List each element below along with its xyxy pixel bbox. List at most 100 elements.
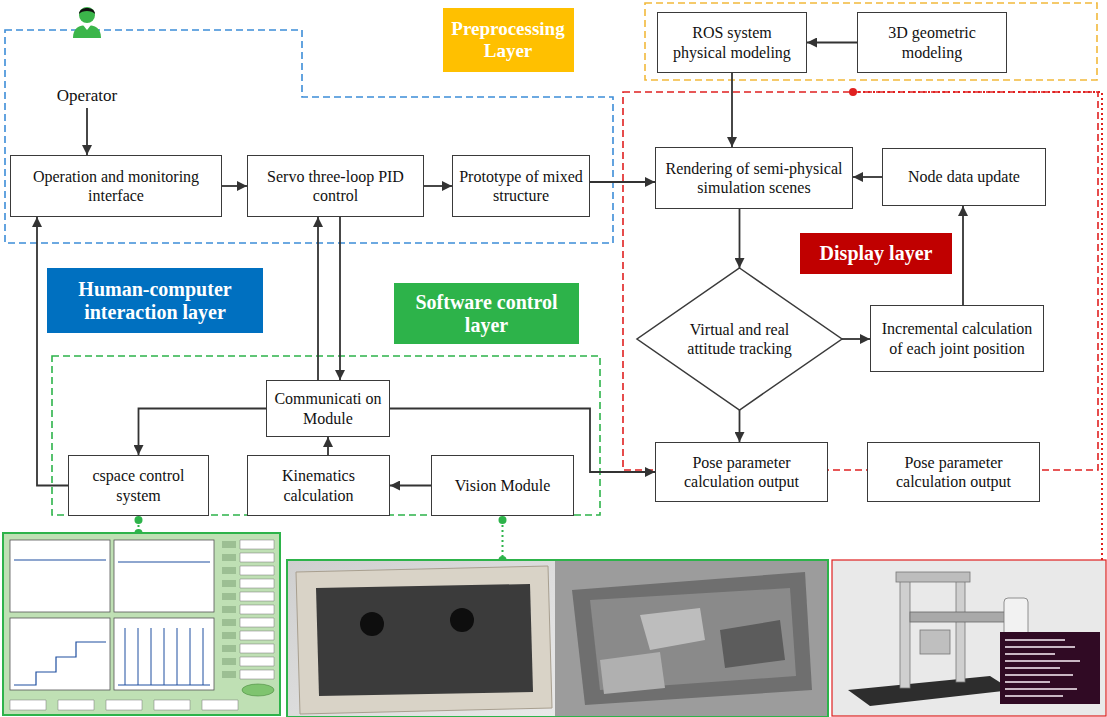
layer-tag: Preprocessing Layer — [443, 8, 574, 72]
process-box: Operation and monitoring interface — [10, 155, 222, 217]
control-panel-screenshot-part — [118, 628, 210, 685]
node-label: Servo three-loop PID control — [254, 167, 417, 205]
person-icon — [70, 4, 104, 38]
node-text: Servo three-loop PID control — [254, 167, 417, 205]
node-text: Node data update — [908, 167, 1020, 186]
layer-region-part — [645, 3, 1097, 80]
process-box: Kinematics calculation — [247, 455, 390, 516]
robot-render-part — [910, 612, 1005, 622]
camera-photo-part — [316, 584, 533, 696]
node-text: Operation and monitoring interface — [17, 167, 215, 205]
connector-arrow — [86, 108, 88, 155]
diamond-outline — [637, 268, 842, 410]
node-label: Incremental calculation of each joint po… — [877, 319, 1037, 357]
node-text: Preprocessing Layer — [449, 18, 568, 62]
control-panel-screenshot-part — [114, 540, 214, 612]
process-box: ROS system physical modeling — [657, 12, 807, 73]
robot-render-part — [920, 630, 950, 654]
node-label: Operator — [57, 86, 117, 106]
layer-region-part — [623, 92, 1098, 470]
connector-arrow — [739, 410, 741, 442]
node-label: Pose parameter calculation output — [874, 453, 1033, 491]
node-text: Pose parameter calculation output — [662, 453, 821, 491]
node-label: Software control layer — [400, 291, 573, 337]
node-text: Operator — [57, 86, 117, 106]
process-box: cspace control system — [68, 455, 209, 516]
dotted-leader-part — [849, 88, 857, 96]
node-text: Software control layer — [400, 291, 573, 337]
node-text: Communicati on Module — [273, 389, 383, 427]
node-label: Rendering of semi-physical simulation sc… — [662, 159, 846, 197]
node-label: Human-computer interaction layer — [53, 278, 257, 324]
node-label: cspace control system — [75, 466, 202, 504]
camera-photo-part — [600, 652, 665, 694]
node-label: Operation and monitoring interface — [17, 167, 215, 205]
dotted-leader-part — [135, 516, 143, 524]
process-box: Vision Module — [431, 455, 574, 516]
diamond-outline — [637, 268, 842, 410]
node-label: Kinematics calculation — [254, 466, 383, 504]
node-text: Display layer — [820, 242, 933, 265]
node-label: Vision Module — [455, 476, 550, 495]
node-label: Virtual and real attitude tracking — [680, 320, 799, 358]
connector-arrow — [37, 217, 68, 486]
camera-photo-part — [572, 572, 812, 705]
process-box: 3D geometric modeling — [857, 12, 1007, 73]
connector-arrow — [339, 217, 341, 380]
robot-render-part — [848, 676, 1012, 706]
node-text: ROS system physical modeling — [664, 23, 800, 61]
node-text: 3D geometric modeling — [864, 23, 1000, 61]
connector-arrow — [317, 217, 319, 380]
node-label: Node data update — [908, 167, 1020, 186]
robot-render-part — [832, 560, 1106, 716]
camera-photo-part — [720, 620, 785, 668]
connector-arrow — [139, 409, 267, 456]
connector-arrow — [807, 42, 857, 44]
layer-tag: Software control layer — [394, 283, 579, 344]
process-box: Communicati on Module — [266, 380, 390, 437]
connector-arrow — [424, 185, 452, 187]
layer-region-part — [52, 356, 600, 515]
camera-photo-part — [296, 566, 552, 714]
robot-render-part — [900, 578, 910, 688]
process-box: Incremental calculation of each joint po… — [870, 305, 1044, 372]
control-panel-screenshot-part — [14, 559, 106, 560]
control-panel-screenshot-part — [10, 618, 110, 690]
camera-photo-part — [555, 560, 828, 717]
node-text: Prototype of mixed structure — [459, 167, 583, 205]
node-label: 3D geometric modeling — [864, 23, 1000, 61]
control-panel-screenshot-part — [114, 618, 214, 690]
person-icon — [79, 8, 95, 14]
layer-region — [5, 3, 1098, 515]
camera-photo — [287, 560, 828, 717]
control-panel-screenshot-part — [118, 561, 210, 562]
decision-diamond: Virtual and real attitude tracking — [637, 268, 842, 410]
process-box: Pose parameter calculation output — [867, 442, 1040, 502]
connector-arrow — [590, 181, 655, 183]
connector-arrow — [390, 485, 431, 487]
layer-tag: Display layer — [800, 233, 952, 274]
robot-render-part — [956, 574, 965, 682]
dotted-leader-part — [499, 516, 507, 524]
camera-photo-part — [450, 608, 474, 632]
process-box: Servo three-loop PID control — [247, 155, 424, 217]
robot-render-part — [1000, 632, 1100, 704]
person-icon — [73, 25, 101, 38]
node-text: cspace control system — [75, 466, 202, 504]
connector-arrow — [962, 206, 964, 305]
process-box: Rendering of semi-physical simulation sc… — [655, 147, 853, 209]
connector-arrow — [842, 338, 870, 340]
control-panel-screenshot-part — [14, 642, 106, 685]
control-panel-screenshot-part — [3, 533, 280, 715]
camera-photo-part — [287, 560, 828, 717]
process-box: Prototype of mixed structure — [452, 155, 590, 217]
control-panel-screenshot-part — [242, 684, 274, 696]
robot-render-part — [896, 572, 970, 582]
process-box: Pose parameter calculation output — [655, 442, 828, 502]
node-text: Kinematics calculation — [254, 466, 383, 504]
node-label: Prototype of mixed structure — [459, 167, 583, 205]
node-text: Virtual and real attitude tracking — [680, 320, 799, 358]
node-label: Pose parameter calculation output — [662, 453, 821, 491]
operator-icon: Operator — [38, 4, 136, 108]
